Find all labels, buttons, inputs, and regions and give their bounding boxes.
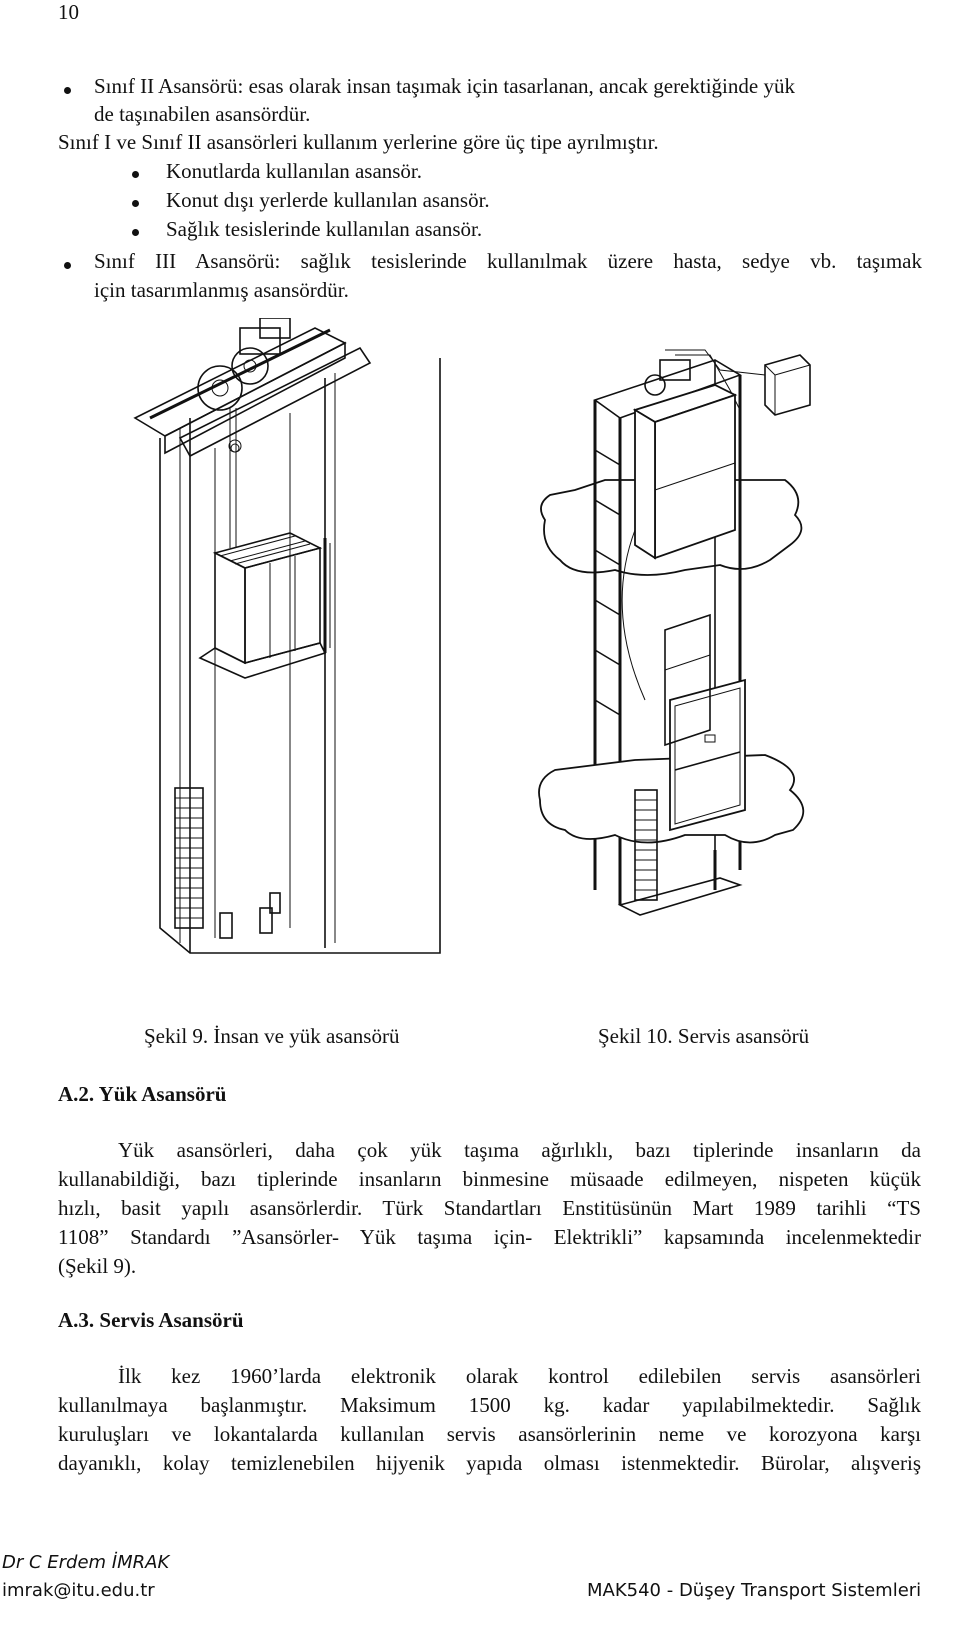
bullet-icon (64, 262, 71, 269)
paragraph-line: kuruluşları ve lokantalarda kullanılan s… (58, 1422, 921, 1446)
paragraph-line: hızlı, basit yapılı asansörlerdir. Türk … (58, 1196, 921, 1220)
bullet-icon (132, 229, 139, 236)
paragraph-line: Yük asansörleri, daha çok yük taşıma ağı… (118, 1138, 921, 1162)
bullet-icon (64, 87, 71, 94)
paragraph-line: 1108” Standardı ”Asansörler- Yük taşıma … (58, 1225, 921, 1249)
intro-line: Sınıf I ve Sınıf II asansörleri kullanım… (58, 130, 659, 154)
paragraph-line: kullanılmaya başlanmıştır. Maksimum 1500… (58, 1393, 921, 1417)
sublist-item: Konut dışı yerlerde kullanılan asansör. (166, 188, 490, 212)
paragraph-line: kullanabildiği, bazı tiplerinde insanlar… (58, 1167, 921, 1191)
figure-10-caption: Şekil 10. Servis asansörü (598, 1024, 810, 1048)
list-item-line: Sınıf III Asansörü: sağlık tesislerinde … (94, 249, 922, 273)
page-number: 10 (58, 0, 79, 24)
sublist-item: Konutlarda kullanılan asansör. (166, 159, 423, 183)
bullet-icon (132, 200, 139, 207)
list-item-line: de taşınabilen asansördür. (94, 102, 311, 126)
footer-email: imrak@itu.edu.tr (2, 1580, 155, 1601)
list-item-line: için tasarımlanmış asansördür. (94, 278, 349, 302)
figure-9-lift-drawing (133, 318, 441, 954)
sublist-item: Sağlık tesislerinde kullanılan asansör. (166, 217, 483, 241)
section-heading: A.2. Yük Asansörü (58, 1082, 227, 1106)
section-heading: A.3. Servis Asansörü (58, 1308, 244, 1332)
figure-9-caption: Şekil 9. İnsan ve yük asansörü (144, 1024, 400, 1048)
footer-author: Dr C Erdem İMRAK (2, 1552, 170, 1573)
footer-course: MAK540 - Düşey Transport Sistemleri (587, 1580, 922, 1601)
paragraph-line: (Şekil 9). (58, 1254, 137, 1278)
bullet-icon (132, 171, 139, 178)
list-item-line: Sınıf II Asansörü: esas olarak insan taş… (94, 74, 795, 98)
paragraph-line: İlk kez 1960’larda elektronik olarak kon… (118, 1364, 921, 1388)
figure-10-service-lift-drawing (538, 349, 811, 916)
paragraph-line: dayanıklı, kolay temizlenebilen hijyenik… (58, 1451, 921, 1475)
